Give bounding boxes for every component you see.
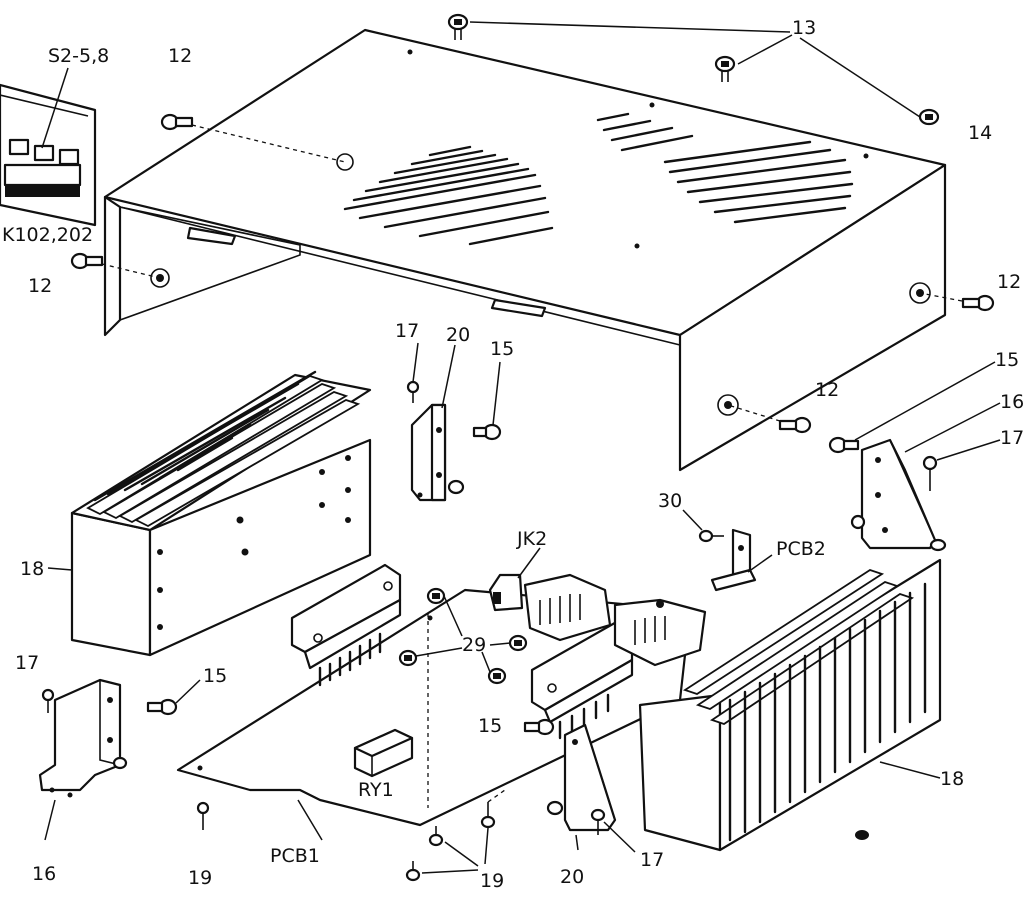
heat-sink-left xyxy=(47,370,372,657)
label-15-right: 15 xyxy=(995,349,1019,371)
relay-ry1 xyxy=(353,728,414,778)
label-jk2: JK2 xyxy=(516,528,547,550)
screw-12-group xyxy=(70,113,995,434)
label-17-left: 17 xyxy=(15,652,39,674)
label-30: 30 xyxy=(658,490,682,512)
label-k102-202: K102,202 xyxy=(2,224,93,246)
label-19-bottom: 19 xyxy=(480,870,504,892)
screw-19-group xyxy=(196,789,506,882)
jk2-connector xyxy=(488,547,707,667)
label-s2-5-8: S2-5,8 xyxy=(48,45,109,67)
label-17-bottom: 17 xyxy=(640,849,664,871)
label-18-right: 18 xyxy=(940,768,964,790)
label-18-left: 18 xyxy=(20,558,44,580)
label-15-bottom: 15 xyxy=(478,715,502,737)
pcb2-bracket xyxy=(682,509,773,592)
label-29: 29 xyxy=(462,634,486,656)
label-12-side: 12 xyxy=(815,379,839,401)
label-16-left: 16 xyxy=(32,863,56,885)
bracket-16-left xyxy=(38,678,201,841)
callout-labels: 13 14 12 12 12 12 S2-5,8 K102,202 17 20 … xyxy=(2,17,1024,892)
label-19-left: 19 xyxy=(188,867,212,889)
screw-13-group xyxy=(447,13,940,126)
label-15-left: 15 xyxy=(203,665,227,687)
label-12-top-left: 12 xyxy=(168,45,192,67)
front-switch-board xyxy=(0,67,97,227)
label-17-center: 17 xyxy=(395,320,419,342)
power-ic-left xyxy=(290,563,402,687)
label-17-right: 17 xyxy=(1000,427,1024,449)
label-pcb2: PCB2 xyxy=(776,538,826,560)
label-20-bottom: 20 xyxy=(560,866,584,888)
screw-29-group xyxy=(398,587,528,685)
label-14: 14 xyxy=(968,122,992,144)
top-cover xyxy=(103,28,947,472)
fins-right xyxy=(682,569,915,725)
label-12-right: 12 xyxy=(997,271,1021,293)
label-ry1: RY1 xyxy=(358,779,394,801)
label-13: 13 xyxy=(792,17,816,39)
label-12-left: 12 xyxy=(28,275,52,297)
bracket-16-right xyxy=(828,361,1001,552)
heat-sink-right xyxy=(638,558,942,852)
label-20-center: 20 xyxy=(446,324,470,346)
vent-slots-left xyxy=(343,145,554,246)
label-16-right: 16 xyxy=(1000,391,1024,413)
label-pcb1: PCB1 xyxy=(270,845,320,867)
label-15-center: 15 xyxy=(490,338,514,360)
bracket-20-center xyxy=(406,342,502,502)
bracket-20-bottom xyxy=(523,718,636,853)
vent-slots-right xyxy=(596,112,854,224)
